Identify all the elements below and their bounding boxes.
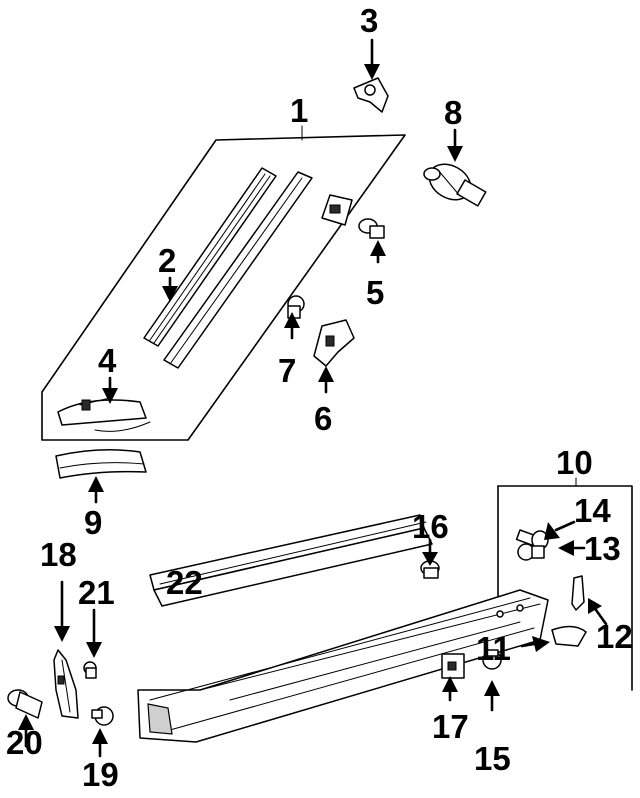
part-18-bracket — [53, 649, 79, 719]
part-13-nut — [517, 543, 545, 561]
callout-16: 16 — [412, 508, 449, 545]
callout-3: 3 — [360, 2, 378, 39]
part-9-finisher — [55, 449, 147, 479]
part-17-clip — [441, 653, 465, 679]
part-4-lower-trim — [57, 397, 151, 432]
callout-20: 20 — [6, 724, 43, 761]
part-19-screw — [91, 706, 114, 726]
pointer-arrows — [18, 38, 608, 758]
part-6-retainer — [313, 319, 355, 367]
part-15-bolt — [482, 649, 502, 670]
callout-18: 18 — [40, 536, 77, 573]
callout-8: 8 — [444, 94, 462, 131]
pillar-trim-group — [41, 125, 406, 441]
part-3-bracket — [353, 77, 389, 113]
group-10-box — [497, 485, 633, 691]
callout-1: 1 — [290, 92, 308, 129]
callout-12: 12 — [596, 618, 633, 655]
part-12-bracket — [571, 575, 585, 611]
callout-4: 4 — [98, 342, 117, 379]
part-5-clip — [358, 218, 385, 239]
part-11-cap — [551, 625, 587, 647]
part-2-weatherstrip — [143, 167, 313, 369]
part-9-edge — [59, 462, 145, 469]
panel-clip — [321, 194, 353, 226]
callout-22: 22 — [166, 564, 203, 601]
pillar-trim-outline — [41, 134, 406, 441]
callout-5: 5 — [366, 274, 384, 311]
callout-6: 6 — [314, 400, 332, 437]
callout-19: 19 — [82, 756, 119, 793]
part-7-push-clip — [287, 295, 305, 319]
part-22-rail — [149, 514, 433, 607]
callout-13: 13 — [584, 530, 621, 567]
callout-14: 14 — [574, 492, 611, 529]
callout-21: 21 — [78, 574, 115, 611]
callout-7: 7 — [278, 352, 296, 389]
callout-9: 9 — [84, 504, 102, 541]
callout-11: 11 — [476, 630, 511, 667]
part-8-bushing — [423, 163, 487, 207]
callout-15: 15 — [474, 740, 511, 777]
part-20-plug — [7, 689, 43, 719]
callout-17: 17 — [432, 708, 469, 745]
rocker-panel — [137, 589, 549, 743]
part-21-clip — [83, 661, 97, 679]
callout-2: 2 — [158, 242, 176, 279]
part-14-fastener — [515, 529, 549, 550]
callout-labels: 3 1 8 2 5 4 7 6 9 10 14 13 12 11 16 22 1… — [6, 2, 633, 793]
callout-10: 10 — [556, 444, 593, 481]
